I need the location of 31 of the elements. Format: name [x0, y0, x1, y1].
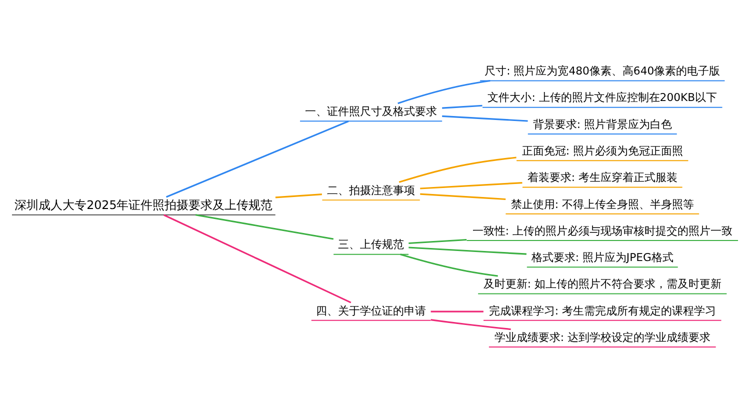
connector	[408, 238, 467, 244]
connector	[275, 194, 322, 198]
connector	[164, 214, 352, 304]
node-text: 格式要求: 照片应为JPEG格式	[531, 251, 674, 264]
connector	[398, 80, 490, 104]
node-text: 背景要求: 照片背景应为白色	[532, 118, 672, 131]
connector	[400, 254, 498, 277]
node-text: 三、上传规范	[338, 238, 404, 252]
node-text: 及时更新: 如上传的照片不符合要求，需及时更新	[483, 278, 722, 291]
node-text: 一致性: 上传的照片必须与现场审核时提交的照片一致	[472, 224, 732, 238]
connector	[420, 193, 506, 200]
connector	[420, 182, 522, 190]
connector	[408, 246, 526, 255]
node-text: 二、拍摄注意事项	[327, 184, 416, 197]
node-text: 正面免冠: 照片必须为免冠正面照	[522, 144, 683, 158]
connector	[195, 214, 334, 240]
connector	[430, 310, 484, 312]
node-text: 着装要求: 考生应穿着正式服装	[527, 171, 678, 184]
connector	[442, 115, 528, 122]
connector	[166, 120, 349, 198]
connector	[398, 156, 516, 183]
node-text: 学业成绩要求: 达到学校设定的学业成绩要求	[494, 330, 710, 344]
connector	[442, 104, 482, 109]
node-text: 深圳成人大专2025年证件照拍摄要求及上传规范	[14, 198, 273, 212]
node-text: 禁止使用: 不得上传全身照、半身照等	[510, 198, 694, 211]
node-text: 尺寸: 照片应为宽480像素、高640像素的电子版	[484, 64, 720, 78]
connector	[430, 319, 511, 330]
node-text: 四、关于学位证的申请	[316, 304, 426, 318]
node-text: 完成课程学习: 考生需完成所有规定的课程学习	[488, 304, 716, 318]
node-text: 一、证件照尺寸及格式要求	[305, 105, 438, 118]
node-text: 文件大小: 上传的照片文件应控制在200KB以下	[488, 91, 718, 104]
